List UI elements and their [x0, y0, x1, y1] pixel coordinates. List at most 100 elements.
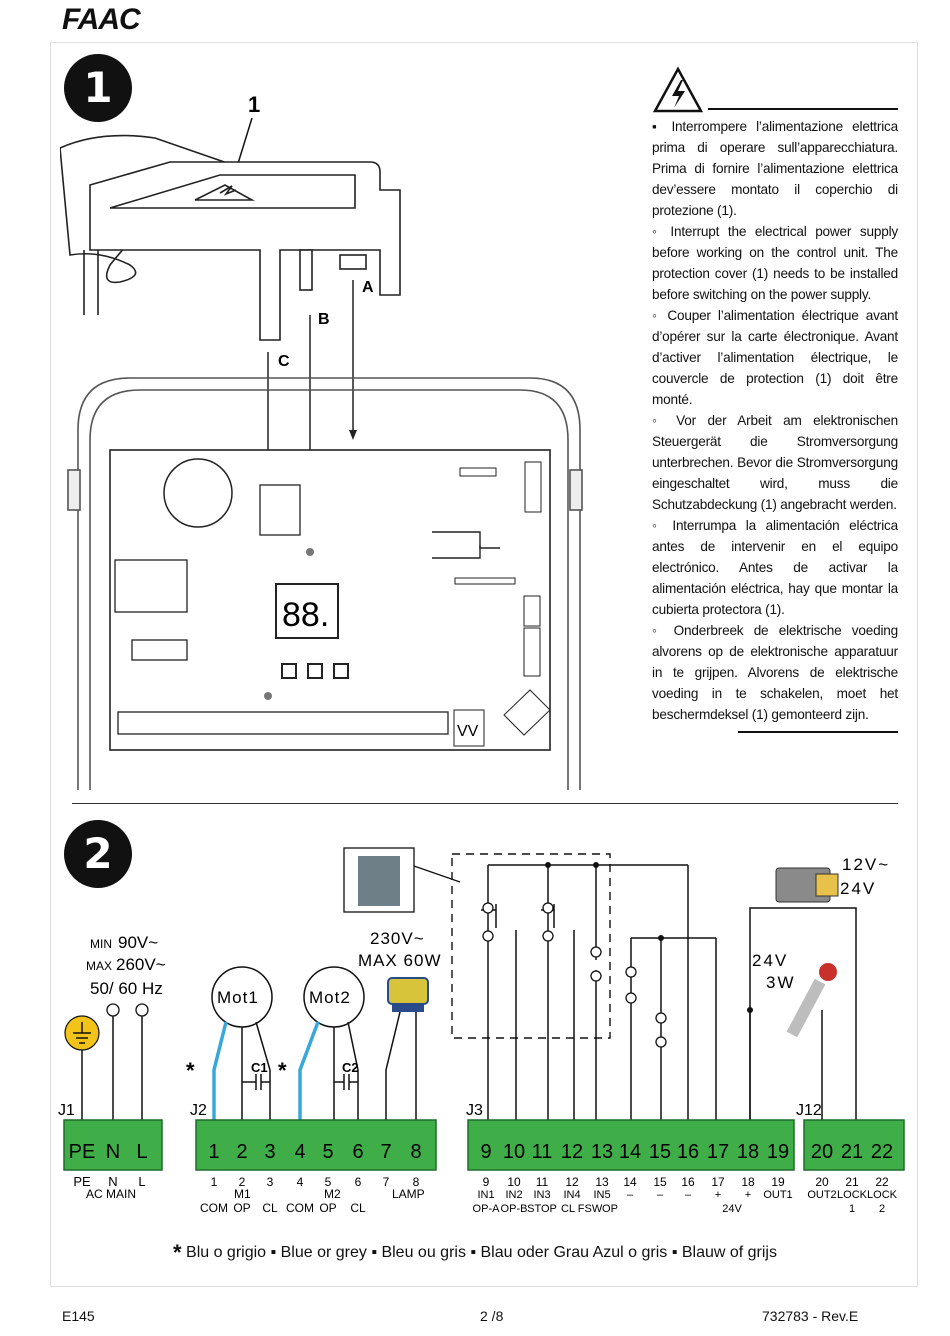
wiring-diagram: MIN 90V~ MAX 260V~ 50/ 60 Hz Mot1 Mot2 C… — [58, 847, 905, 1215]
legend-m1: M1 — [234, 1187, 251, 1201]
callout-a: A — [362, 279, 374, 296]
connector-j1-label: J1 — [58, 1102, 75, 1119]
safety-devices-group — [451, 853, 611, 1039]
electric-hazard-icon — [652, 66, 704, 113]
legend-m2: M2 — [324, 1187, 341, 1201]
legend-j2-num: 6 — [355, 1175, 362, 1189]
legend-lamp: LAMP — [392, 1187, 425, 1201]
safety-warning: ▪ Interrompere l’alimentazione elettrica… — [652, 66, 898, 733]
legend-j3-subfunction: 24V — [722, 1203, 742, 1215]
legend-j2-function: OP — [319, 1201, 336, 1215]
legend-j2-function: CL — [350, 1201, 366, 1215]
legend-j3-function: – — [685, 1189, 692, 1201]
legend-j12-num: 20 — [815, 1175, 829, 1189]
connector-j2-label: J2 — [190, 1102, 207, 1119]
motor2-label: Mot2 — [309, 988, 351, 1007]
terminal-pin-17: 17 — [707, 1141, 729, 1163]
legend-j2-num: 7 — [383, 1175, 390, 1189]
legend-j3-num: 13 — [595, 1175, 609, 1189]
figure-2-number: 2 — [64, 820, 132, 888]
indicator-light-icon — [786, 963, 837, 1038]
terminal-pin-1: 1 — [208, 1141, 219, 1163]
legend-j3-num: 12 — [565, 1175, 579, 1189]
input-contacts — [481, 864, 717, 1120]
legend-j2-num: 4 — [297, 1175, 304, 1189]
lamp-voltage: 230V~ — [370, 929, 425, 948]
terminal-pin-19: 19 — [767, 1141, 789, 1163]
legend-j3-function: OUT1 — [763, 1189, 792, 1201]
section-divider — [72, 803, 898, 804]
warning-en: ◦ Interrupt the electrical power supply … — [652, 224, 898, 302]
legend-j3-function: IN3 — [533, 1189, 550, 1201]
legend-j3-num: 14 — [623, 1175, 637, 1189]
light-power: 3W — [766, 973, 796, 992]
figure-1-number: 1 — [64, 54, 132, 122]
lamp-power: MAX 60W — [358, 951, 442, 970]
terminal-pin-4: 4 — [294, 1141, 305, 1163]
legend-j3-num: 11 — [536, 1175, 549, 1189]
light-voltage: 24V — [752, 951, 788, 970]
footer-page: 2 /8 — [480, 1308, 504, 1324]
terminal-pin-pe: PE — [69, 1141, 96, 1163]
legend-j12-num: 21 — [845, 1175, 859, 1189]
terminal-pin-n: N — [106, 1141, 120, 1163]
terminal-pin-6: 6 — [352, 1141, 363, 1163]
lock-voltage-dc: 24V — [840, 879, 876, 898]
legend-ac-main: AC MAIN — [86, 1187, 136, 1201]
legend-j3-num: 16 — [681, 1175, 695, 1189]
legend-j2-num: 8 — [413, 1175, 420, 1189]
terminal-pin-15: 15 — [649, 1141, 671, 1163]
terminal-pin-22: 22 — [871, 1141, 893, 1163]
legend-j12-function: OUT2 — [807, 1189, 836, 1201]
legend-j2-num: 5 — [325, 1175, 332, 1189]
legend-j3-function: IN1 — [477, 1189, 494, 1201]
warning-fr: ◦ Couper l’alimentation électrique avant… — [652, 308, 898, 407]
protection-cover — [89, 161, 401, 341]
footer-doc-ref: 732783 - Rev.E — [762, 1308, 859, 1324]
footer-left: E145 — [62, 1308, 95, 1324]
supply-min-value: 90V~ — [118, 933, 158, 952]
lock-voltage-ac: 12V~ — [842, 855, 890, 874]
terminal-pin-5: 5 — [322, 1141, 333, 1163]
legend-j3-subfunction: CL — [561, 1203, 575, 1215]
callout-c: C — [278, 353, 290, 370]
warning-es: ◦ Interrumpa la alimentación eléctrica a… — [652, 518, 898, 617]
legend-j3-subfunction: OP — [602, 1203, 618, 1215]
blue-wire-note-1: * — [186, 1058, 195, 1083]
legend-j3-function: IN2 — [505, 1189, 522, 1201]
legend-j12-function: LOCK — [837, 1189, 868, 1201]
faac-logo: FAAC — [62, 3, 172, 36]
terminal-pin-12: 12 — [561, 1141, 583, 1163]
page-frame — [50, 42, 918, 1287]
connector-j12-label: J12 — [796, 1102, 822, 1119]
legend-j3-function: IN4 — [563, 1189, 580, 1201]
terminal-label-vv: VV — [457, 723, 479, 740]
terminal-pin-20: 20 — [811, 1141, 833, 1163]
legend-j3-subfunction: OP-A — [473, 1203, 501, 1215]
terminal-pin-l: L — [136, 1141, 147, 1163]
legend-j12-subfunction: 2 — [879, 1203, 885, 1215]
legend-j3-num: 15 — [653, 1175, 667, 1189]
earth-ground-icon — [64, 1015, 100, 1051]
legend-j2-num: 1 — [211, 1175, 218, 1189]
motor1-label: Mot1 — [217, 988, 259, 1007]
legend-j1-pin: N — [108, 1174, 117, 1189]
terminal-pin-3: 3 — [264, 1141, 275, 1163]
legend-j1-pin: L — [138, 1174, 145, 1189]
warning-it: ▪ Interrompere l’alimentazione elettrica… — [652, 119, 898, 218]
receiver-module-icon — [343, 847, 461, 913]
legend-j2-num: 2 — [239, 1175, 246, 1189]
terminal-pin-10: 10 — [503, 1141, 525, 1163]
footnote-star: * — [173, 1240, 182, 1265]
legend-j3-function: – — [657, 1189, 664, 1201]
display-digits: 88. — [282, 596, 329, 634]
legend-j3-num: 9 — [483, 1175, 490, 1189]
legend-j3-subfunction: FSW — [578, 1203, 603, 1215]
legend-j12-function: LOCK — [867, 1189, 898, 1201]
blue-wire-note-2: * — [278, 1058, 287, 1083]
callout-1: 1 — [248, 92, 260, 117]
brand-text: FAAC — [62, 4, 142, 34]
capacitor2-label: C2 — [342, 1060, 359, 1075]
legend-j3-num: 18 — [741, 1175, 755, 1189]
terminal-pin-14: 14 — [619, 1141, 641, 1163]
